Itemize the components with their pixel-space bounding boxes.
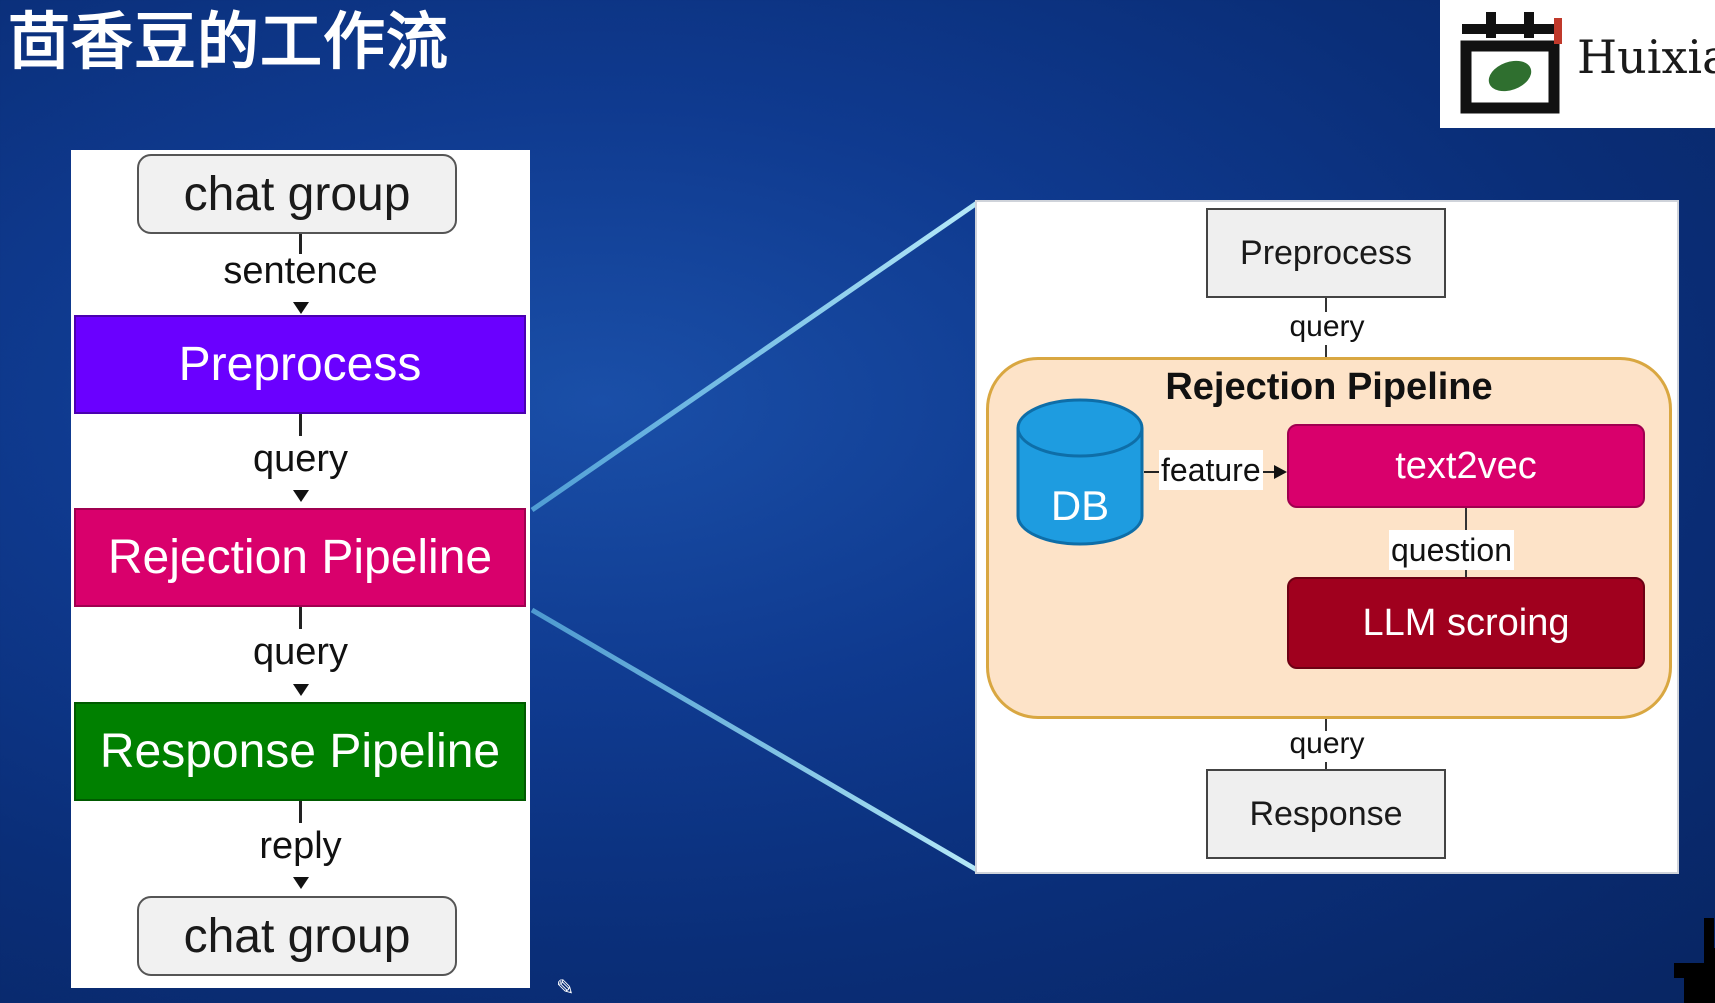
left-flow-panel: chat group sentence Preprocess query Rej… (71, 150, 530, 988)
edge-label-query-1: query (252, 438, 349, 480)
rejection-container-title: Rejection Pipeline (1165, 366, 1493, 408)
huixiangdou-logo-icon (1460, 12, 1562, 114)
right-response-node: Response (1206, 769, 1446, 859)
edge-label-sentence: sentence (223, 250, 378, 292)
rejection-pipeline-container: Rejection Pipeline DB feature text2vec q… (986, 357, 1672, 719)
top-chat-group-node: chat group (137, 154, 457, 234)
edge-line-2a (299, 414, 302, 436)
logo-panel: Huixia (1440, 0, 1715, 128)
edge-label-feature: feature (1159, 450, 1263, 490)
arrow-down-icon (293, 302, 309, 314)
arrow-down-icon (293, 490, 309, 502)
arrow-down-icon (293, 684, 309, 696)
rejection-pipeline-band: Rejection Pipeline (74, 508, 526, 607)
preprocess-band: Preprocess (74, 315, 526, 414)
bottom-chat-group-node: chat group (137, 896, 457, 976)
edge-line-3a (299, 607, 302, 629)
edge-line-1a (299, 234, 302, 254)
rejection-detail-panel: Preprocess query Rejection Pipeline DB f… (977, 202, 1677, 872)
llm-scoring-node: LLM scroing (1287, 577, 1645, 669)
edge-label-reply: reply (259, 825, 342, 867)
db-label: DB (1051, 482, 1109, 529)
text2vec-node: text2vec (1287, 424, 1645, 508)
edge-label-query-2: query (252, 631, 349, 673)
corner-decoration-icon (1674, 918, 1715, 1003)
zoom-line-top (530, 200, 979, 513)
zoom-line-bottom (530, 607, 979, 873)
edge-line-4a (299, 801, 302, 823)
right-edge-line-bottom-a (1325, 719, 1327, 731)
logo-text: Huixia (1577, 30, 1715, 84)
slide-title: 茴香豆的工作流 (8, 5, 450, 78)
arrow-down-icon (293, 877, 309, 889)
pen-cursor-icon: ✎ (556, 975, 575, 1000)
right-preprocess-node: Preprocess (1206, 208, 1446, 298)
right-edge-line-top-b (1325, 345, 1327, 357)
right-edge-label-query-bottom: query (1289, 727, 1365, 760)
right-edge-line-bottom-b (1325, 762, 1327, 774)
right-edge-label-query-top: query (1289, 310, 1365, 343)
database-icon: DB (1016, 398, 1144, 546)
edge-label-question: question (1389, 530, 1514, 570)
right-edge-line-top-a (1325, 298, 1327, 312)
response-pipeline-band: Response Pipeline (74, 702, 526, 801)
